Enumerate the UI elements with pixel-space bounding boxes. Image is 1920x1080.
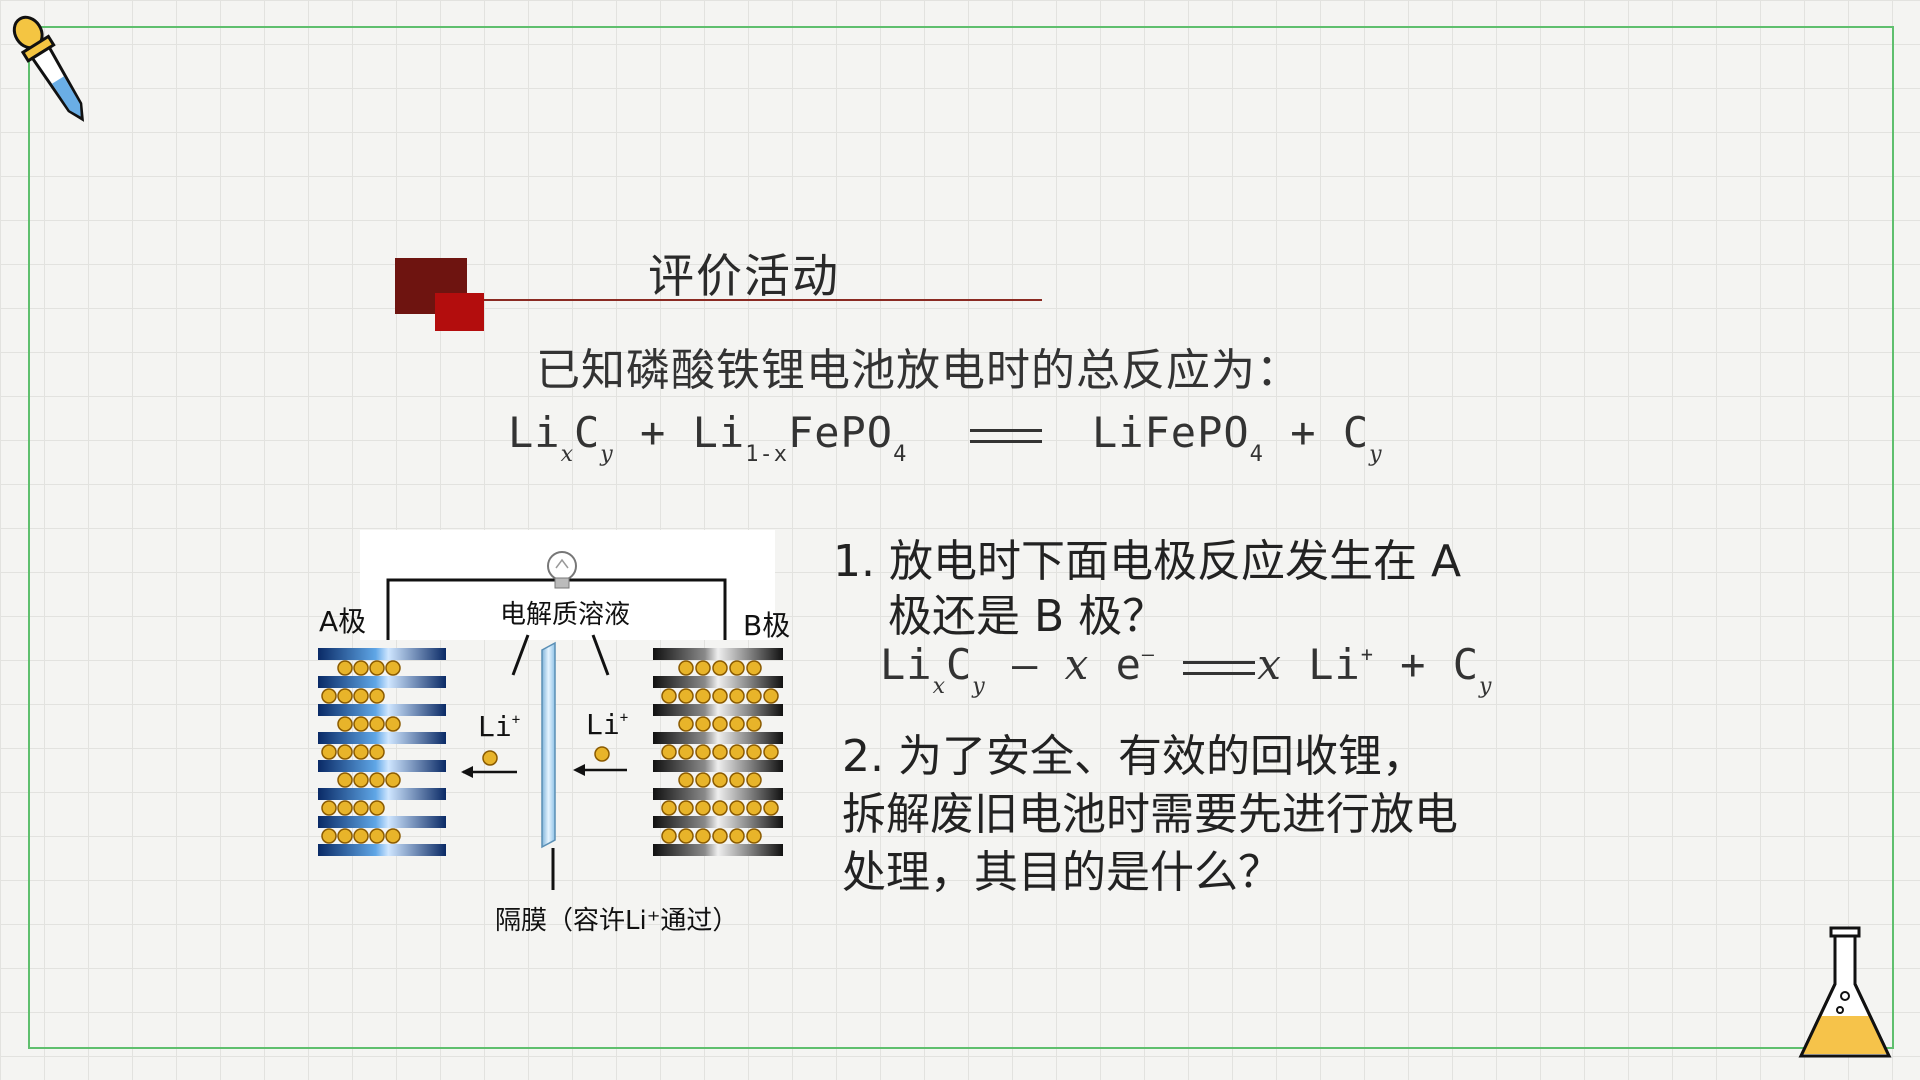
electrode-b-label: B极	[743, 609, 791, 642]
battery-diagram: A极 B极 电解质溶液 Li+ Li+ 隔膜（容许Li⁺通过）	[315, 530, 795, 950]
flask-icon	[1798, 926, 1892, 1058]
ion-label-left: Li+	[478, 710, 521, 743]
equals-sign	[969, 428, 1042, 443]
electrode-a-layers	[318, 648, 446, 856]
half-equation: LixCy – x e– x Li+ + Cy	[880, 640, 1493, 699]
slide-frame	[28, 26, 1894, 1049]
diagram-graphics	[318, 530, 783, 890]
electrode-a-label: A极	[319, 605, 367, 638]
ion-label-right: Li+	[586, 708, 629, 741]
dropper-icon	[12, 15, 85, 122]
electrolyte-label: 电解质溶液	[500, 600, 631, 630]
question-1-line-1: 1. 放电时下面电极反应发生在 A	[833, 536, 1462, 587]
equals-sign-2	[1183, 660, 1256, 675]
separator-label: 隔膜（容许Li⁺通过）	[495, 906, 739, 936]
question-1-line-2: 极还是 B 极？	[888, 591, 1167, 642]
overall-equation: LixCy + Li1-xFePO4 LiFePO4 + Cy	[508, 408, 1383, 467]
electrode-b-layers	[653, 648, 783, 856]
question-2: 2. 为了安全、有效的回收锂， 拆解废旧电池时需要先进行放电 处理，其目的是什么…	[842, 728, 1562, 902]
question-2-line-1: 2. 为了安全、有效的回收锂，	[842, 731, 1426, 782]
question-2-line-2: 拆解废旧电池时需要先进行放电	[842, 789, 1458, 840]
question-2-line-3: 处理，其目的是什么？	[842, 847, 1282, 898]
intro-text: 已知磷酸铁锂电池放电时的总反应为：	[536, 345, 1301, 396]
title-underline	[484, 299, 1042, 301]
slide-heading: 评价活动	[648, 249, 840, 303]
title-decor-red	[435, 293, 484, 331]
